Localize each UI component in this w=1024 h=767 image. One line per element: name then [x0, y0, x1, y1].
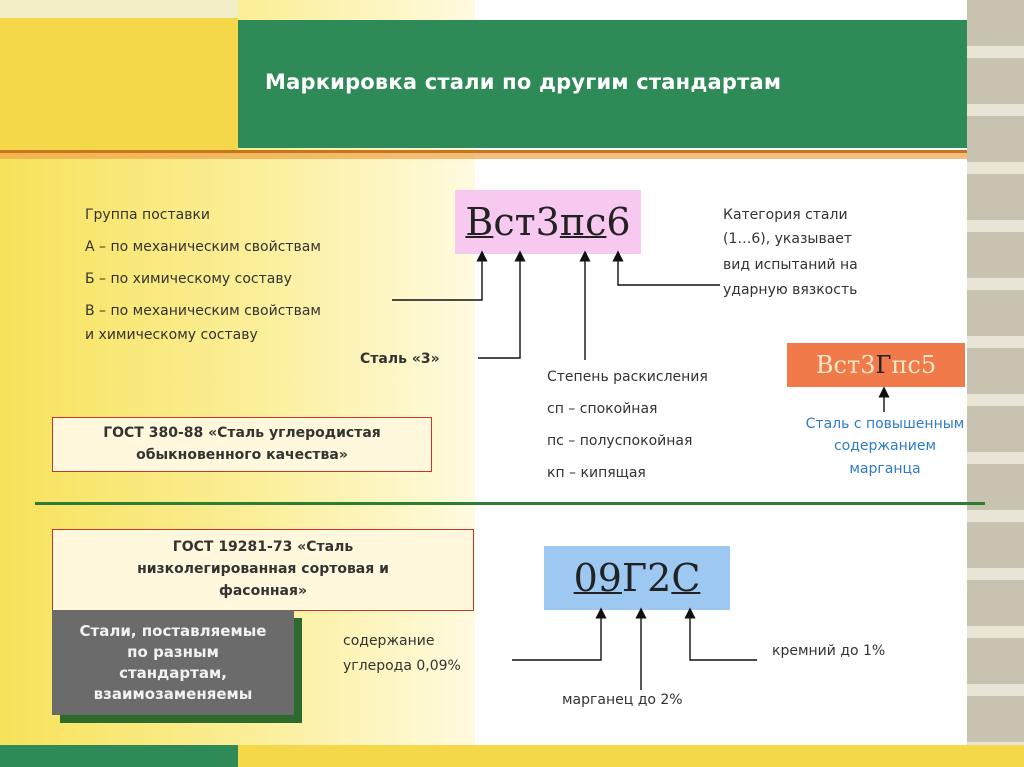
header-top-strip — [0, 0, 238, 18]
arrow-carbon — [512, 607, 607, 661]
deoxidation-heading: Степень раскисления — [547, 369, 708, 385]
carbon-line1: содержание — [343, 633, 435, 649]
code1-group-letter: В — [465, 200, 494, 244]
carbon-line2: углерода 0,09% — [343, 658, 461, 674]
header-rule — [0, 150, 1024, 153]
section-divider — [35, 502, 985, 505]
supply-group-heading: Группа поставки — [85, 207, 211, 223]
code2-suffix: пс5 — [891, 351, 937, 379]
gost-380-line2: обыкновенного качества» — [136, 446, 348, 463]
gost-19281-line3: фасонная» — [218, 582, 308, 599]
interchangeable-line1: Стали, поставляемые — [79, 621, 267, 640]
supply-group-c-line2: и химическому составу — [85, 327, 258, 343]
footer-green-bar — [0, 745, 238, 767]
manganese-note-line1: Сталь с повышенным — [805, 416, 965, 432]
supply-group-c-line1: В – по механическим свойствам — [85, 303, 321, 319]
supply-group-b: Б – по химическому составу — [85, 271, 292, 287]
category-line3: вид испытаний на — [723, 257, 858, 273]
interchangeable-line2: по разным — [127, 642, 219, 661]
deoxidation-sp: сп – спокойная — [547, 401, 658, 417]
title-bar — [238, 20, 967, 148]
silicon-label: кремний до 1% — [772, 643, 886, 659]
code3-carbon: 09 — [573, 556, 622, 600]
arrow-silicon — [684, 607, 757, 661]
steel-3-label: Сталь «3» — [360, 351, 440, 367]
code2-manganese-letter: Г — [875, 351, 892, 379]
manganese-note-line2: содержанием — [833, 438, 937, 455]
steel-code-vst3ps6: Вст3пс6 — [455, 190, 641, 254]
header-accent-block — [0, 0, 238, 150]
steel-code-09g2s: 09Г2С — [544, 546, 730, 610]
manganese-note: Сталь с повышенным содержанием марганца — [790, 413, 980, 480]
footer-yellow-bar — [238, 745, 1024, 767]
code3-silicon: С — [671, 556, 701, 600]
gost-19281-line2: низколегированная сортовая и — [137, 561, 389, 578]
interchangeable-note-box: Стали, поставляемые по разным стандартам… — [52, 610, 294, 715]
code1-category: 6 — [606, 200, 631, 244]
gost-380-line1: ГОСТ 380-88 «Сталь углеродистая — [103, 424, 381, 441]
code3-manganese: Г2 — [621, 556, 672, 600]
category-line4: ударную вязкость — [723, 282, 858, 298]
arrow-supply-group — [392, 250, 488, 301]
code1-deoxidation: пс — [559, 200, 607, 244]
code2-prefix: Вст3 — [815, 351, 876, 379]
interchangeable-line3: стандартам, — [119, 663, 227, 682]
interchangeable-line4: взаимозаменяемы — [93, 684, 253, 703]
gost-380-box: ГОСТ 380-88 «Сталь углеродистая обыкнове… — [52, 417, 432, 472]
deoxidation-kp: кп – кипящая — [547, 465, 646, 481]
arrow-steel-3 — [478, 250, 526, 359]
arrow-category — [612, 250, 720, 286]
supply-group-a: А – по механическим свойствам — [85, 239, 321, 255]
gost-19281-line1: ГОСТ 19281-73 «Сталь — [172, 539, 354, 556]
header-rule-shadow — [0, 153, 1024, 159]
manganese-label: марганец до 2% — [562, 692, 683, 708]
page-title: Маркировка стали по другим стандартам — [265, 70, 782, 94]
category-line1: Категория стали — [723, 207, 848, 223]
category-line2: (1…6), указывает — [723, 231, 853, 247]
steel-code-vst3gps5: Вст3Гпс5 — [787, 343, 965, 387]
deoxidation-ps: пс – полуспокойная — [547, 433, 693, 449]
manganese-note-line3: марганца — [849, 460, 921, 477]
code1-grade: ст3 — [493, 200, 560, 244]
right-stripes — [967, 0, 1024, 767]
gost-19281-box: ГОСТ 19281-73 «Сталь низколегированная с… — [52, 529, 474, 611]
